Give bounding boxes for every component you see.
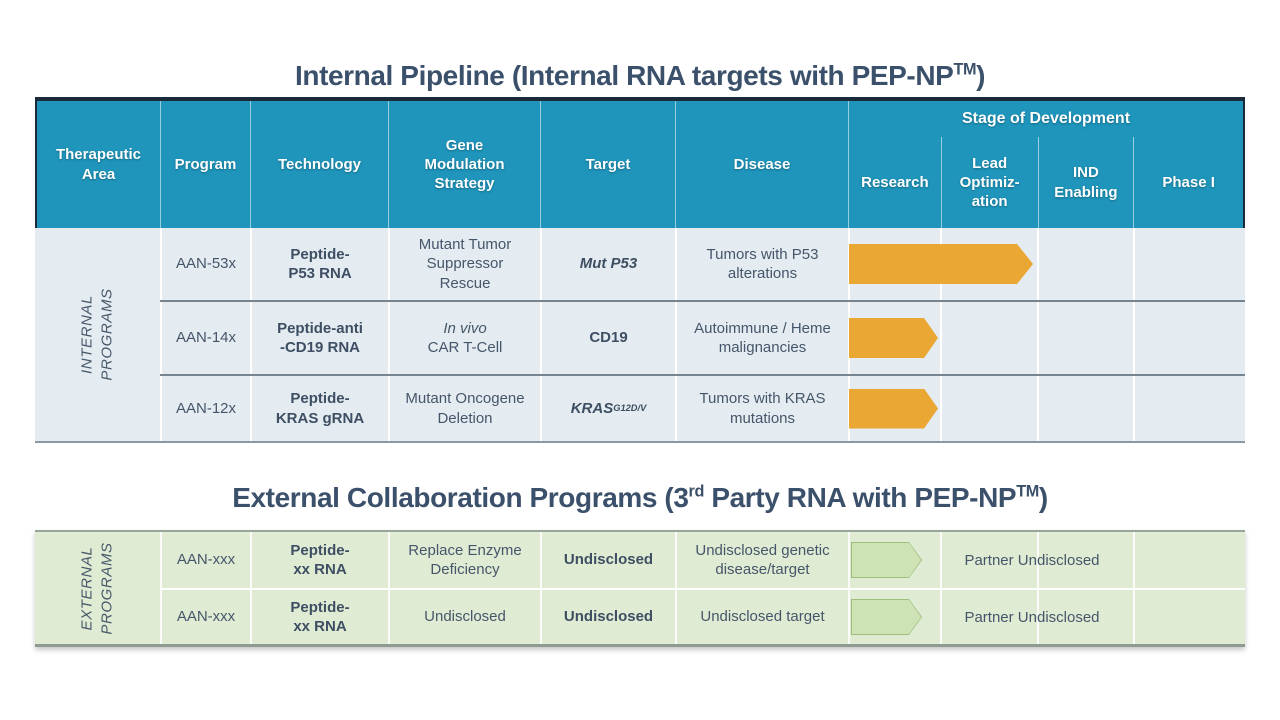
program-cell: AAN-53x [160, 228, 250, 300]
target-name: KRAS [570, 399, 614, 417]
table-row-aan-53x: AAN-53x Peptide- P53 RNA Mutant Tumor Su… [160, 228, 1245, 300]
partner-undisclosed-label: Partner Undisclosed [964, 551, 1100, 569]
strategy-text-part: Replace Enzyme Deficiency [408, 541, 522, 578]
trademark-superscript: TM [1016, 482, 1039, 501]
external-collaboration-table: EXTERNAL PROGRAMS AAN-xxx Peptide- xx RN… [35, 530, 1245, 647]
table-header-row: Therapeutic Area Program Technology Gene… [35, 97, 1245, 228]
lead-optimization-stage-cell [940, 302, 1037, 374]
strategy-text-part: Mutant Tumor Suppressor Rescue [418, 236, 512, 292]
table-row-aan-14x: AAN-14x Peptide-anti -CD19 RNA In vivo C… [160, 300, 1245, 374]
stage-progress-arrow-research [849, 389, 938, 429]
table-row-aan-12x: AAN-12x Peptide- KRAS gRNA Mutant Oncoge… [160, 374, 1245, 441]
technology-cell: Peptide- xx RNA [250, 532, 388, 588]
phase-1-stage-cell [1133, 590, 1245, 644]
stage-subcolumns: Research Lead Optimiz- ation IND Enablin… [849, 137, 1243, 228]
external-title-mid: Party RNA with PEP-NP [703, 482, 1017, 513]
partner-undisclosed-label: Partner Undisclosed [964, 608, 1100, 626]
column-header-program: Program [160, 101, 250, 228]
disease-cell: Autoimmune / Heme malignancies [675, 302, 848, 374]
internal-title-text: Internal Pipeline (Internal RNA targets … [294, 60, 954, 91]
table-row-aan-xxx-1: AAN-xxx Peptide- xx RNA Replace Enzyme D… [160, 532, 1245, 588]
ind-enabling-stage-cell [1037, 376, 1133, 441]
ind-enabling-stage-cell [1037, 532, 1133, 588]
technology-cell: Peptide- xx RNA [250, 590, 388, 644]
program-cell: AAN-xxx [160, 590, 250, 644]
disease-cell: Undisclosed genetic disease/target [675, 532, 848, 588]
ind-enabling-stage-cell [1037, 302, 1133, 374]
strategy-cell: Mutant Tumor Suppressor Rescue [388, 228, 540, 300]
stage-of-development-group: Stage of Development Research Lead Optim… [848, 101, 1243, 228]
external-programs-group-cell: EXTERNAL PROGRAMS [35, 532, 160, 644]
phase-1-stage-cell [1133, 376, 1245, 441]
lead-optimization-stage-cell [940, 532, 1037, 588]
technology-cell: Peptide- P53 RNA [250, 228, 388, 300]
column-header-technology: Technology [250, 101, 388, 228]
ind-enabling-stage-cell [1037, 228, 1133, 300]
external-programs-section: EXTERNAL PROGRAMS AAN-xxx Peptide- xx RN… [35, 532, 1245, 644]
lead-optimization-stage-cell [940, 590, 1037, 644]
internal-programs-group-cell: INTERNAL PROGRAMS [35, 228, 160, 441]
disease-cell: Tumors with P53 alterations [675, 228, 848, 300]
stage-progress-arrow-lead-optimization [849, 244, 1033, 284]
lead-optimization-stage-cell [940, 376, 1037, 441]
stage-progress-arrow-research [851, 542, 922, 578]
internal-pipeline-table: Therapeutic Area Program Technology Gene… [35, 97, 1245, 443]
strategy-cell: In vivo CAR T-Cell [388, 302, 540, 374]
strategy-cell: Undisclosed [388, 590, 540, 644]
external-rows: AAN-xxx Peptide- xx RNA Replace Enzyme D… [160, 532, 1245, 644]
program-cell: AAN-12x [160, 376, 250, 441]
target-superscript: G12D/V [613, 402, 647, 413]
target-name: Mut P53 [579, 255, 638, 273]
program-cell: AAN-14x [160, 302, 250, 374]
stage-progress-arrow-research [851, 599, 922, 635]
external-programs-label: EXTERNAL PROGRAMS [79, 541, 116, 635]
disease-cell: Undisclosed target [675, 590, 848, 644]
phase-1-stage-cell [1133, 302, 1245, 374]
target-cell: CD19 [540, 302, 675, 374]
external-title-suffix: ) [1038, 482, 1048, 513]
phase-1-stage-cell [1133, 532, 1245, 588]
technology-cell: Peptide-anti -CD19 RNA [250, 302, 388, 374]
strategy-text-part: Mutant Oncogene Deletion [405, 390, 525, 427]
internal-programs-section: INTERNAL PROGRAMS AAN-53x Peptide- P53 R… [35, 228, 1245, 443]
stage-column-research: Research [861, 173, 929, 191]
stage-progress-arrow-research [849, 318, 938, 358]
stage-column-phase-1: Phase I [1133, 137, 1243, 228]
strategy-italic-part: In vivo [443, 319, 487, 337]
strategy-cell: Mutant Oncogene Deletion [388, 376, 540, 441]
program-cell: AAN-xxx [160, 532, 250, 588]
trademark-superscript: TM [953, 60, 977, 79]
target-name: CD19 [589, 329, 628, 347]
stage-column-lead-optimization: Lead Optimiz- ation [940, 137, 1038, 228]
disease-cell: Tumors with KRAS mutations [675, 376, 848, 441]
column-header-target: Target [540, 101, 675, 228]
strategy-text-part: CAR T-Cell [427, 339, 503, 356]
external-collaboration-title: External Collaboration Programs (3rd Par… [0, 482, 1280, 514]
target-cell: Undisclosed [540, 532, 675, 588]
phase-1-stage-cell [1133, 228, 1245, 300]
target-cell: Mut P53 [540, 228, 675, 300]
external-title-text: External Collaboration Programs (3 [232, 482, 689, 513]
strategy-cell: Replace Enzyme Deficiency [388, 532, 540, 588]
research-stage-cell [848, 532, 940, 588]
strategy-text-part: Undisclosed [424, 608, 506, 626]
internal-pipeline-title: Internal Pipeline (Internal RNA targets … [0, 60, 1280, 92]
stage-of-development-header: Stage of Development [961, 110, 1131, 127]
column-header-disease: Disease [675, 101, 848, 228]
stage-column-ind-enabling: IND Enabling [1037, 137, 1134, 228]
internal-programs-label: INTERNAL PROGRAMS [79, 288, 116, 381]
column-header-gene-modulation-strategy: Gene Modulation Strategy [388, 101, 540, 228]
technology-cell: Peptide- KRAS gRNA [250, 376, 388, 441]
internal-rows: AAN-53x Peptide- P53 RNA Mutant Tumor Su… [160, 228, 1245, 441]
research-stage-cell [848, 590, 940, 644]
ind-enabling-stage-cell [1037, 590, 1133, 644]
column-header-therapeutic-area: Therapeutic Area [55, 146, 142, 183]
ordinal-superscript: rd [688, 482, 705, 501]
target-cell: Undisclosed [540, 590, 675, 644]
internal-title-suffix: ) [976, 60, 986, 91]
table-row-aan-xxx-2: AAN-xxx Peptide- xx RNA Undisclosed Undi… [160, 588, 1245, 644]
